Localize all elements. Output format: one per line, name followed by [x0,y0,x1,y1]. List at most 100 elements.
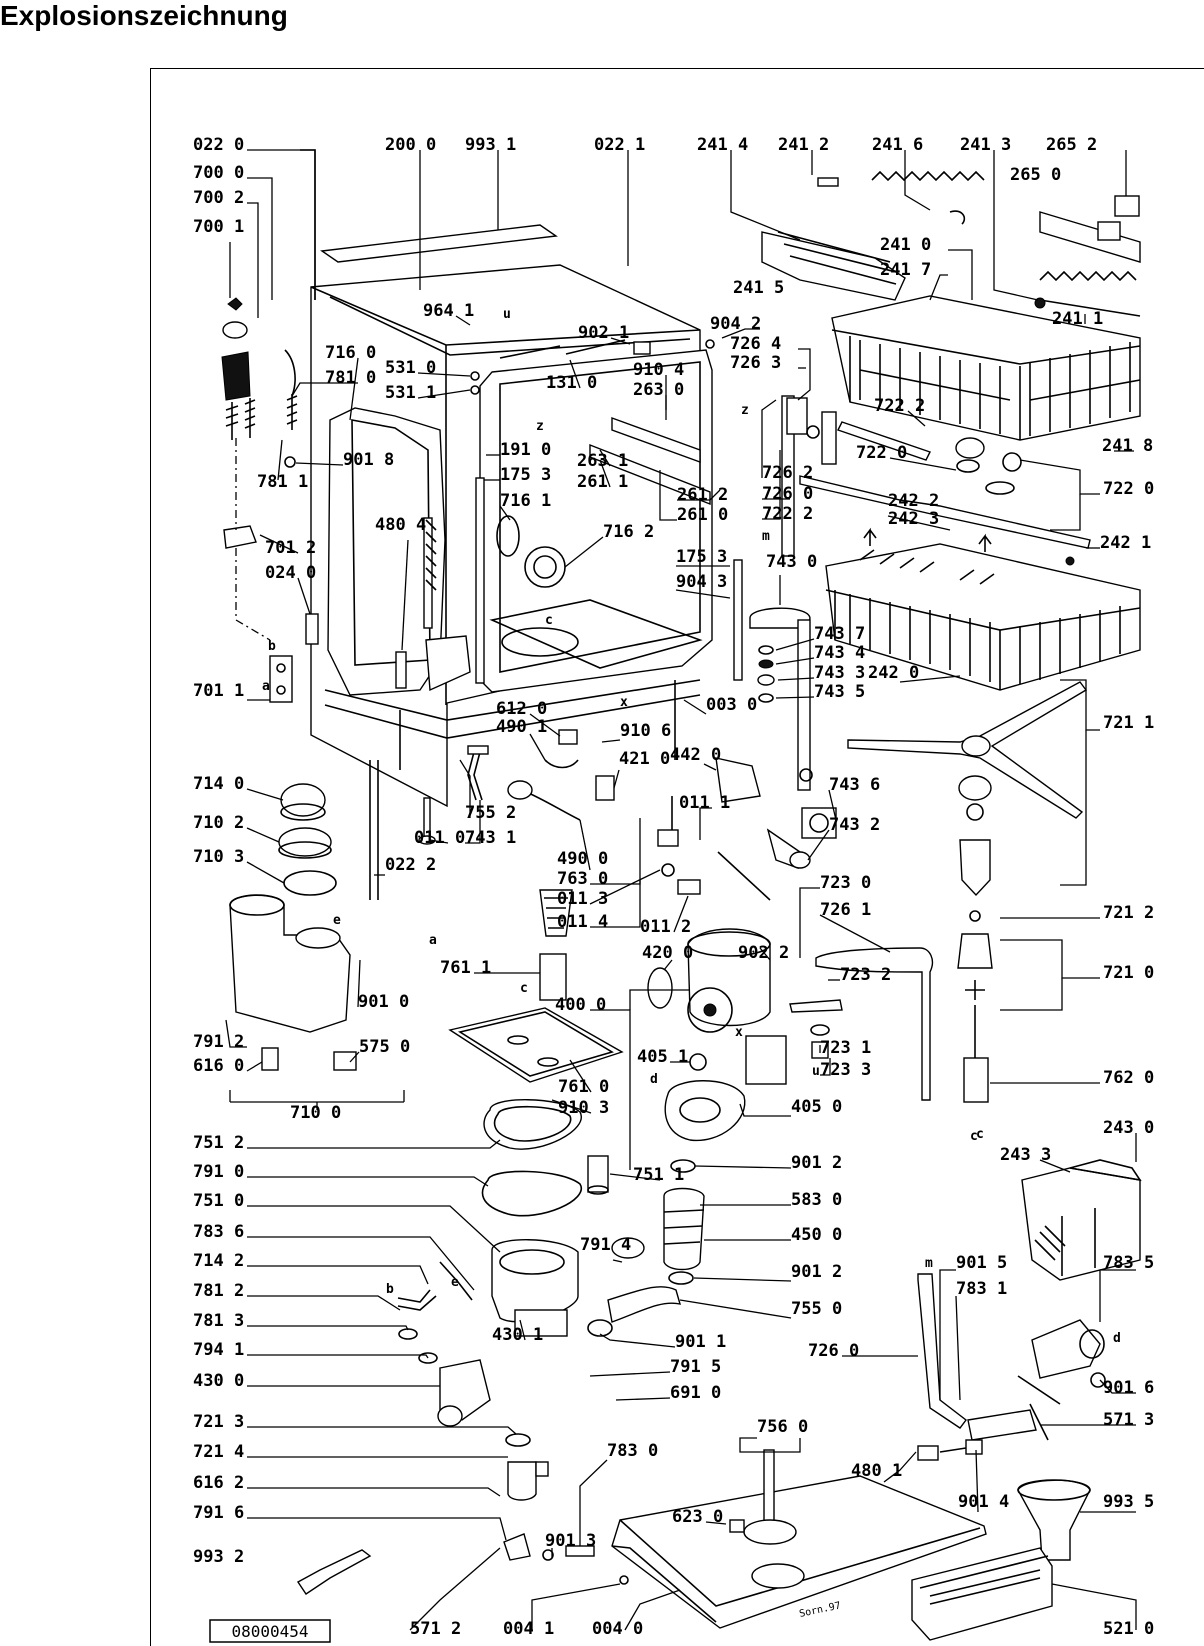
part-callout-c2423: 242 3 [888,509,939,529]
part-callout-c2413: 241 3 [960,135,1011,155]
reference-marker-m-z1: z [536,419,544,434]
part-callout-c2650: 265 0 [1010,165,1061,185]
part-callout-c7810: 781 0 [325,368,376,388]
part-callout-c4300: 430 0 [193,1371,244,1391]
part-callout-c4200: 420 0 [642,943,693,963]
part-callout-c2611: 261 1 [577,472,628,492]
part-callout-c7835: 783 5 [1103,1253,1154,1273]
part-callout-c6162: 616 2 [193,1473,244,1493]
part-callout-c0112: 011 2 [640,917,691,937]
part-callout-c7263: 726 3 [730,353,781,373]
part-callout-c2411: 241 1 [1052,309,1103,329]
part-callout-c7212: 721 2 [1103,903,1154,923]
part-callout-c0222: 022 2 [385,855,436,875]
part-callout-c4420: 442 0 [670,745,721,765]
part-callout-c9016: 901 6 [1103,1378,1154,1398]
part-callout-c2612: 261 2 [677,485,728,505]
part-callout-c7915: 791 5 [670,1357,721,1377]
part-callout-c2412: 241 2 [778,135,829,155]
part-callout-c9018: 901 8 [343,450,394,470]
part-callout-c7611: 761 1 [440,958,491,978]
part-callout-c9106: 910 6 [620,721,671,741]
part-callout-c9641: 964 1 [423,301,474,321]
part-callout-c7435: 743 5 [814,682,865,702]
part-callout-c7511: 751 1 [633,1165,684,1185]
part-callout-c7214: 721 4 [193,1442,244,1462]
part-callout-c7811: 781 1 [257,472,308,492]
part-callout-c9103: 910 3 [558,1098,609,1118]
part-callout-c4210: 421 0 [619,749,670,769]
part-callout-c7001: 700 1 [193,217,244,237]
reference-marker-m-c3: c [976,1127,984,1142]
part-callout-c7432: 743 2 [829,815,880,835]
part-callout-c7100: 710 0 [290,1103,341,1123]
part-callout-c0110: 011 0 [414,828,465,848]
part-callout-c2610: 261 0 [677,505,728,525]
part-callout-c5311: 531 1 [385,383,436,403]
reference-marker-m-e2: e [451,1275,459,1290]
drawing-number: 08000454 [231,1622,308,1641]
part-callout-c0041: 004 1 [503,1619,554,1639]
part-callout-c9015: 901 5 [956,1253,1007,1273]
reference-marker-m-e1: e [333,913,341,928]
part-callout-c7436: 743 6 [829,775,880,795]
part-callout-c7220a: 722 0 [856,443,907,463]
part-callout-c4500: 450 0 [791,1225,842,1245]
part-callout-c7610: 761 0 [558,1077,609,1097]
part-callout-c1910: 191 0 [500,440,551,460]
part-callout-c2433: 243 3 [1000,1145,1051,1165]
part-callout-c2652: 265 2 [1046,135,1097,155]
part-callout-c7261: 726 1 [820,900,871,920]
part-callout-c7916: 791 6 [193,1503,244,1523]
part-callout-c7630: 763 0 [557,869,608,889]
part-callout-c7230: 723 0 [820,873,871,893]
part-callout-c7912: 791 2 [193,1032,244,1052]
drawing-artwork [221,149,1142,1641]
part-callout-c7140: 714 0 [193,774,244,794]
part-callout-c9013: 901 3 [545,1531,596,1551]
reference-marker-m-x1: x [620,695,628,710]
part-callout-c7264: 726 4 [730,334,781,354]
part-callout-c0221: 022 1 [594,135,645,155]
part-callout-c6230: 623 0 [672,1507,723,1527]
part-callout-c7002: 700 2 [193,188,244,208]
part-callout-c7560: 756 0 [757,1417,808,1437]
part-callout-c7434: 743 4 [814,643,865,663]
part-callout-c7914: 791 4 [580,1235,631,1255]
reference-marker-m-z2: z [741,403,749,418]
part-callout-c7103: 710 3 [193,847,244,867]
part-callout-c9935: 993 5 [1103,1492,1154,1512]
part-callout-c7011: 701 1 [193,681,244,701]
part-callout-c4000: 400 0 [555,995,606,1015]
reference-marker-m-a2: a [429,933,437,948]
part-callout-c9043: 904 3 [676,572,727,592]
part-callout-c9012b: 901 2 [791,1262,842,1282]
part-callout-c7430: 743 0 [766,552,817,572]
part-callout-c1753b: 175 3 [676,547,727,567]
part-callout-c7941: 794 1 [193,1340,244,1360]
part-callout-c0113: 011 3 [557,889,608,909]
part-callout-c6160: 616 0 [193,1056,244,1076]
part-callout-c9021: 902 1 [578,323,629,343]
part-callout-c7233: 723 3 [820,1060,871,1080]
part-callout-c9042: 904 2 [710,314,761,334]
part-callout-c1753a: 175 3 [500,465,551,485]
part-callout-c6910: 691 0 [670,1383,721,1403]
part-callout-c7910: 791 0 [193,1162,244,1182]
part-callout-c7211: 721 1 [1103,713,1154,733]
part-callout-c7813: 781 3 [193,1311,244,1331]
reference-marker-m-u1: u [503,307,511,322]
part-callout-c7550: 755 0 [791,1299,842,1319]
part-callout-c0220: 022 0 [193,135,244,155]
part-callout-c9014: 901 4 [958,1492,1009,1512]
reference-marker-m-c1: c [545,613,553,628]
part-callout-c9932: 993 2 [193,1547,244,1567]
part-callout-c0111: 011 1 [679,793,730,813]
part-callout-c2422: 242 2 [888,491,939,511]
part-callout-c7260b: 726 0 [808,1341,859,1361]
drawing-frame [150,68,1204,1646]
part-callout-c7510: 751 0 [193,1191,244,1211]
part-callout-c4801: 480 1 [851,1461,902,1481]
part-callout-c2415: 241 5 [733,278,784,298]
